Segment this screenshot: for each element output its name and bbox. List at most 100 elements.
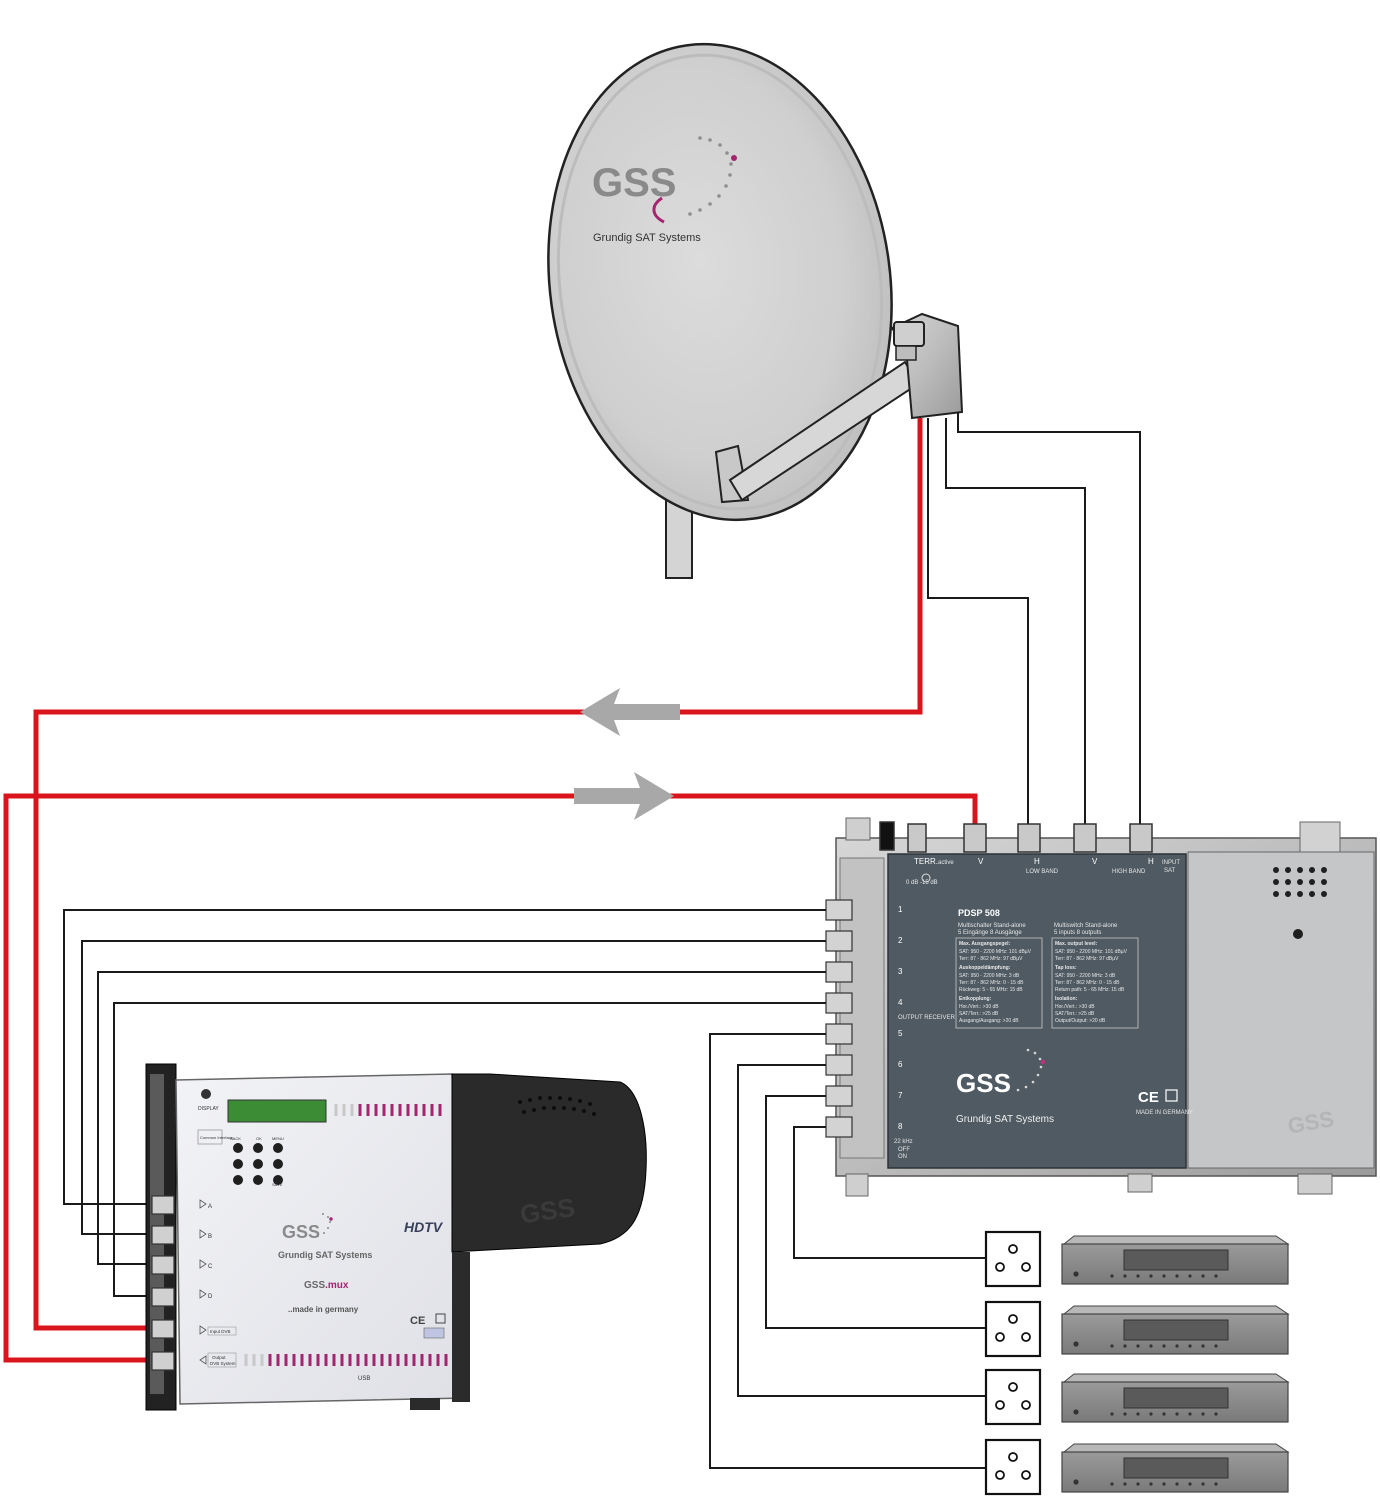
receiver-button[interactable] — [1175, 1274, 1179, 1278]
output-connector-1 — [825, 899, 853, 921]
receiver-button[interactable] — [1175, 1412, 1179, 1416]
receiver-button[interactable] — [1110, 1412, 1114, 1416]
receiver-button[interactable] — [1201, 1344, 1205, 1348]
receiver-power-button[interactable] — [1073, 1479, 1079, 1485]
mux-key[interactable] — [253, 1143, 263, 1153]
receiver-button[interactable] — [1136, 1482, 1140, 1486]
cable-out6-to-socket-3 — [737, 1064, 986, 1397]
receiver-button[interactable] — [1123, 1482, 1127, 1486]
receiver-button[interactable] — [1188, 1344, 1192, 1348]
spec-de-3: Auskoppeldämpfung: — [959, 965, 1011, 971]
receiver-button[interactable] — [1201, 1482, 1205, 1486]
receiver-button[interactable] — [1149, 1274, 1153, 1278]
receivers — [1061, 1235, 1290, 1493]
socket-hole — [1021, 1332, 1031, 1342]
mux-key[interactable] — [233, 1143, 243, 1153]
mux-logo-swoosh — [317, 1213, 333, 1237]
mux-key[interactable] — [233, 1159, 243, 1169]
model-name: PDSP 508 — [958, 908, 1000, 918]
output-num-6: 6 — [898, 1060, 903, 1069]
input-v-low — [963, 823, 987, 853]
mux-key[interactable] — [253, 1175, 263, 1185]
receiver-button[interactable] — [1162, 1344, 1166, 1348]
receiver-button[interactable] — [1188, 1412, 1192, 1416]
mux-connector-d — [151, 1287, 175, 1307]
mux-connector-input — [151, 1319, 175, 1339]
receiver-button[interactable] — [1162, 1274, 1166, 1278]
spec-en-6: Return path: 5 - 65 MHz: 15 dB — [1055, 987, 1125, 993]
dish-reflector — [547, 42, 893, 522]
output-connector-6 — [825, 1054, 853, 1076]
receiver-button[interactable] — [1188, 1482, 1192, 1486]
receiver-button[interactable] — [1110, 1274, 1114, 1278]
receiver-button[interactable] — [1175, 1482, 1179, 1486]
receiver-button[interactable] — [1123, 1344, 1127, 1348]
receiver-power-button[interactable] — [1073, 1409, 1079, 1415]
mux-ci-label: Common Interface — [200, 1135, 234, 1140]
key-label-back: BACK — [230, 1136, 241, 1141]
receiver — [1061, 1443, 1290, 1493]
mux-key[interactable] — [273, 1175, 283, 1185]
receiver-button[interactable] — [1149, 1482, 1153, 1486]
red-cable-mux-to-terr — [3, 793, 978, 1363]
receiver-power-button[interactable] — [1073, 1271, 1079, 1277]
spec-de-1: SAT: 950 - 2200 MHz: 101 dBµV — [959, 949, 1032, 955]
receiver-button[interactable] — [1214, 1412, 1218, 1416]
wall-socket — [984, 1438, 1042, 1496]
socket-hole — [1008, 1452, 1018, 1462]
receiver-button[interactable] — [1149, 1344, 1153, 1348]
db-selector[interactable] — [921, 873, 931, 883]
receiver-button[interactable] — [1201, 1412, 1205, 1416]
receiver-button[interactable] — [1201, 1274, 1205, 1278]
key-label-menu: MENU — [272, 1136, 284, 1141]
socket-cables — [709, 1033, 986, 1469]
receiver-display — [1123, 1387, 1229, 1409]
receiver-button[interactable] — [1136, 1412, 1140, 1416]
receiver-button[interactable] — [1175, 1344, 1179, 1348]
spec-en-9: SAT/Terr.: >25 dB — [1055, 1011, 1095, 1017]
wall-socket — [984, 1230, 1042, 1288]
socket-hole — [1021, 1262, 1031, 1272]
mux-display-knob[interactable] — [201, 1089, 211, 1099]
mux-output-label-1: Output — [212, 1355, 226, 1360]
output-connectors — [825, 899, 853, 1138]
cable-lnb-h-high — [957, 412, 1141, 826]
input-terr — [907, 823, 927, 853]
receiver-button[interactable] — [1214, 1344, 1218, 1348]
receiver-button[interactable] — [1188, 1274, 1192, 1278]
mux-key[interactable] — [233, 1175, 243, 1185]
receiver-button[interactable] — [1123, 1274, 1127, 1278]
receiver-button[interactable] — [1110, 1482, 1114, 1486]
label-sat: SAT — [1164, 868, 1176, 874]
receiver-button[interactable] — [1162, 1412, 1166, 1416]
socket-hole — [995, 1470, 1005, 1480]
receiver-button[interactable] — [1110, 1344, 1114, 1348]
satellite-dish: GSS Grundig SAT Systems — [547, 42, 964, 579]
input-h-low — [1017, 823, 1041, 853]
mux-device: DISPLAY Common Interface — [145, 1063, 647, 1411]
receiver-button[interactable] — [1123, 1412, 1127, 1416]
red-cable-lnb-to-mux — [33, 418, 923, 1331]
mux-input-label: Input DVB — [210, 1329, 231, 1334]
receiver-button[interactable] — [1136, 1344, 1140, 1348]
receiver-button[interactable] — [1162, 1482, 1166, 1486]
mux-product-prefix: GSS — [304, 1280, 325, 1291]
mux-key[interactable] — [273, 1159, 283, 1169]
mux-port-a: A — [208, 1204, 212, 1210]
mux-key[interactable] — [253, 1159, 263, 1169]
mux-key[interactable] — [273, 1143, 283, 1153]
label-active: active — [938, 860, 954, 866]
receiver-button[interactable] — [1149, 1412, 1153, 1416]
cable-out2-to-mux-b — [81, 940, 826, 1235]
mux-keypad: BACK OK MENU SAVE — [230, 1136, 284, 1187]
top-connectors — [879, 821, 1153, 853]
label-h-low: H — [1034, 857, 1040, 866]
mux-port-c: C — [208, 1264, 213, 1270]
receiver-button[interactable] — [1136, 1274, 1140, 1278]
mux-made: ..made in germany — [288, 1305, 359, 1314]
output-num-2: 2 — [898, 936, 903, 945]
dish-brand: Grundig SAT Systems — [593, 232, 701, 244]
receiver-button[interactable] — [1214, 1482, 1218, 1486]
receiver-power-button[interactable] — [1073, 1341, 1079, 1347]
receiver-button[interactable] — [1214, 1274, 1218, 1278]
